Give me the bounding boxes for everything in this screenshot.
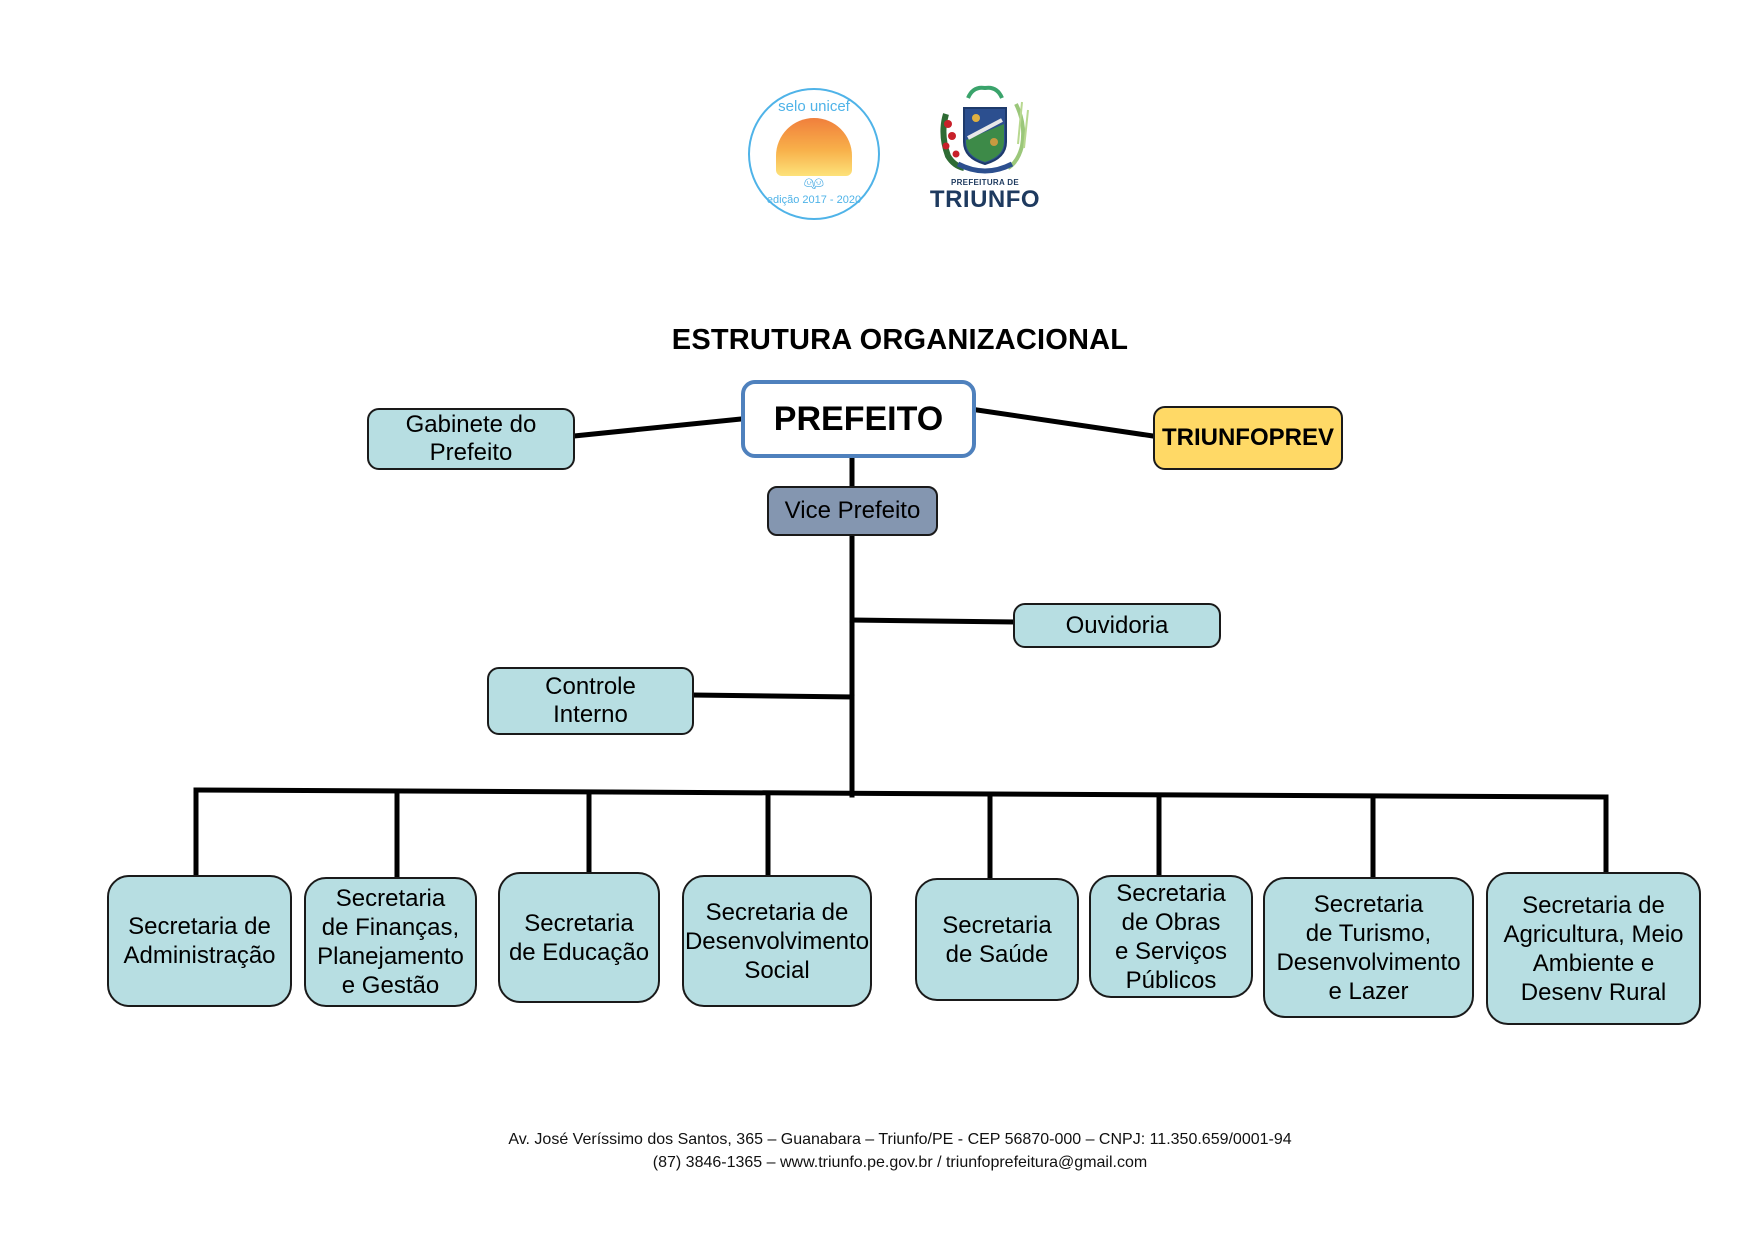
node-gabinete-do-prefeito: Gabinete do Prefeito — [367, 408, 575, 470]
node-prefeito: PREFEITO — [741, 380, 976, 458]
node-secretaria-turismo: Secretaria de Turismo, Desenvolvimento e… — [1263, 877, 1474, 1018]
node-triunfoprev: TRIUNFOPREV — [1153, 406, 1343, 470]
node-ouvidoria: Ouvidoria — [1013, 603, 1221, 648]
node-secretaria-agricultura: Secretaria de Agricultura, Meio Ambiente… — [1486, 872, 1701, 1025]
seal-ring — [748, 88, 880, 220]
seal-top-text: selo unicef — [778, 98, 850, 115]
footer-line-address: Av. José Veríssimo dos Santos, 365 – Gua… — [508, 1131, 1292, 1148]
connector-triunfoprev — [974, 407, 1156, 439]
unicef-seal-logo: selo unicef 👫︎ edição 2017 - 2020 — [748, 88, 880, 220]
node-secretaria-administracao: Secretaria de Administração — [107, 875, 292, 1007]
connector-ouvidoria — [849, 617, 1016, 625]
sun-icon — [776, 118, 852, 176]
node-secretaria-educacao: Secretaria de Educação — [498, 872, 660, 1003]
node-secretaria-saude: Secretaria de Saúde — [915, 878, 1079, 1001]
seal-bottom-text: edição 2017 - 2020 — [766, 194, 862, 206]
footer-address: Av. José Veríssimo dos Santos, 365 – Gua… — [0, 1128, 1755, 1174]
connector-bus — [193, 787, 1609, 800]
triunfo-wordmark: TRIUNFO — [929, 186, 1041, 213]
node-secretaria-desenvolvimento-social: Secretaria de Desenvolvimento Social — [682, 875, 872, 1007]
connector-gabinete — [571, 416, 744, 439]
coat-of-arms-icon — [940, 85, 1029, 174]
prefeitura-triunfo-logo: PREFEITURA DE TRIUNFO — [926, 84, 1044, 220]
connector-controle — [690, 692, 855, 700]
node-secretaria-obras: Secretaria de Obras e Serviços Públicos — [1089, 875, 1253, 998]
children-icon: 👫︎ — [803, 175, 825, 192]
node-vice-prefeito: Vice Prefeito — [767, 486, 938, 536]
node-secretaria-financas: Secretaria de Finanças, Planejamento e G… — [304, 877, 477, 1007]
prefeitura-label: PREFEITURA DE — [950, 178, 1020, 187]
footer-line-contact: (87) 3846-1365 – www.triunfo.pe.gov.br /… — [652, 1154, 1148, 1171]
node-controle-interno: Controle Interno — [487, 667, 694, 735]
chart-title: ESTRUTURA ORGANIZACIONAL — [671, 324, 1129, 356]
